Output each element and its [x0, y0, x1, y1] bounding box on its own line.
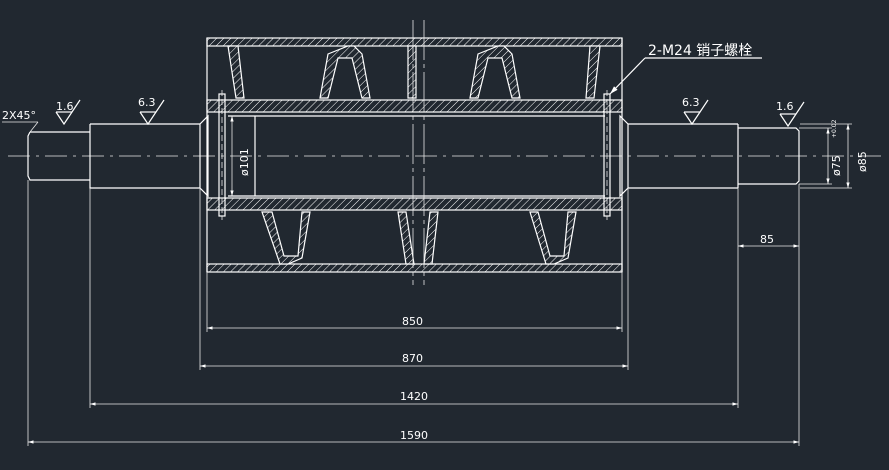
- dim-850: 850: [206, 272, 623, 332]
- dim-1590: 1590: [27, 180, 800, 446]
- roughness-symbol-1: 1.6: [55, 99, 81, 126]
- drum-rims: [206, 37, 623, 273]
- callout-leader: [609, 57, 646, 95]
- svg-text:6.3: 6.3: [138, 96, 156, 109]
- dim-870: 870: [199, 188, 629, 370]
- svg-text:1.6: 1.6: [776, 100, 794, 113]
- break-line: [412, 20, 425, 285]
- svg-text:ø85: ø85: [856, 151, 869, 172]
- svg-text:850: 850: [402, 315, 423, 328]
- dim-phi75: ø75 +0.02: [799, 119, 843, 185]
- shaft-outline: [27, 114, 800, 198]
- roughness-symbol-2: 6.3: [138, 96, 165, 126]
- dim-1420: 1420: [89, 188, 739, 408]
- svg-text:1420: 1420: [400, 390, 428, 403]
- chamfer-label: 2X45°: [2, 109, 36, 122]
- svg-text:85: 85: [760, 233, 774, 246]
- roughness-symbol-4: 1.6: [776, 100, 805, 128]
- dim-85: 85: [737, 184, 800, 250]
- drum-webs: [227, 45, 601, 265]
- svg-text:870: 870: [402, 352, 423, 365]
- dim-phi101: ø101: [230, 116, 251, 196]
- svg-text:ø75: ø75: [830, 155, 843, 176]
- svg-text:ø101: ø101: [238, 148, 251, 176]
- roughness-symbol-3: 6.3: [682, 96, 709, 126]
- svg-text:6.3: 6.3: [682, 96, 700, 109]
- svg-text:1590: 1590: [400, 429, 428, 442]
- svg-text:+0.02: +0.02: [831, 119, 838, 138]
- svg-text:1.6: 1.6: [56, 100, 74, 113]
- pin-bolts: [218, 90, 611, 220]
- callout-label: 2-M24 销子螺栓: [648, 43, 752, 59]
- dim-phi85: ø85: [800, 123, 869, 189]
